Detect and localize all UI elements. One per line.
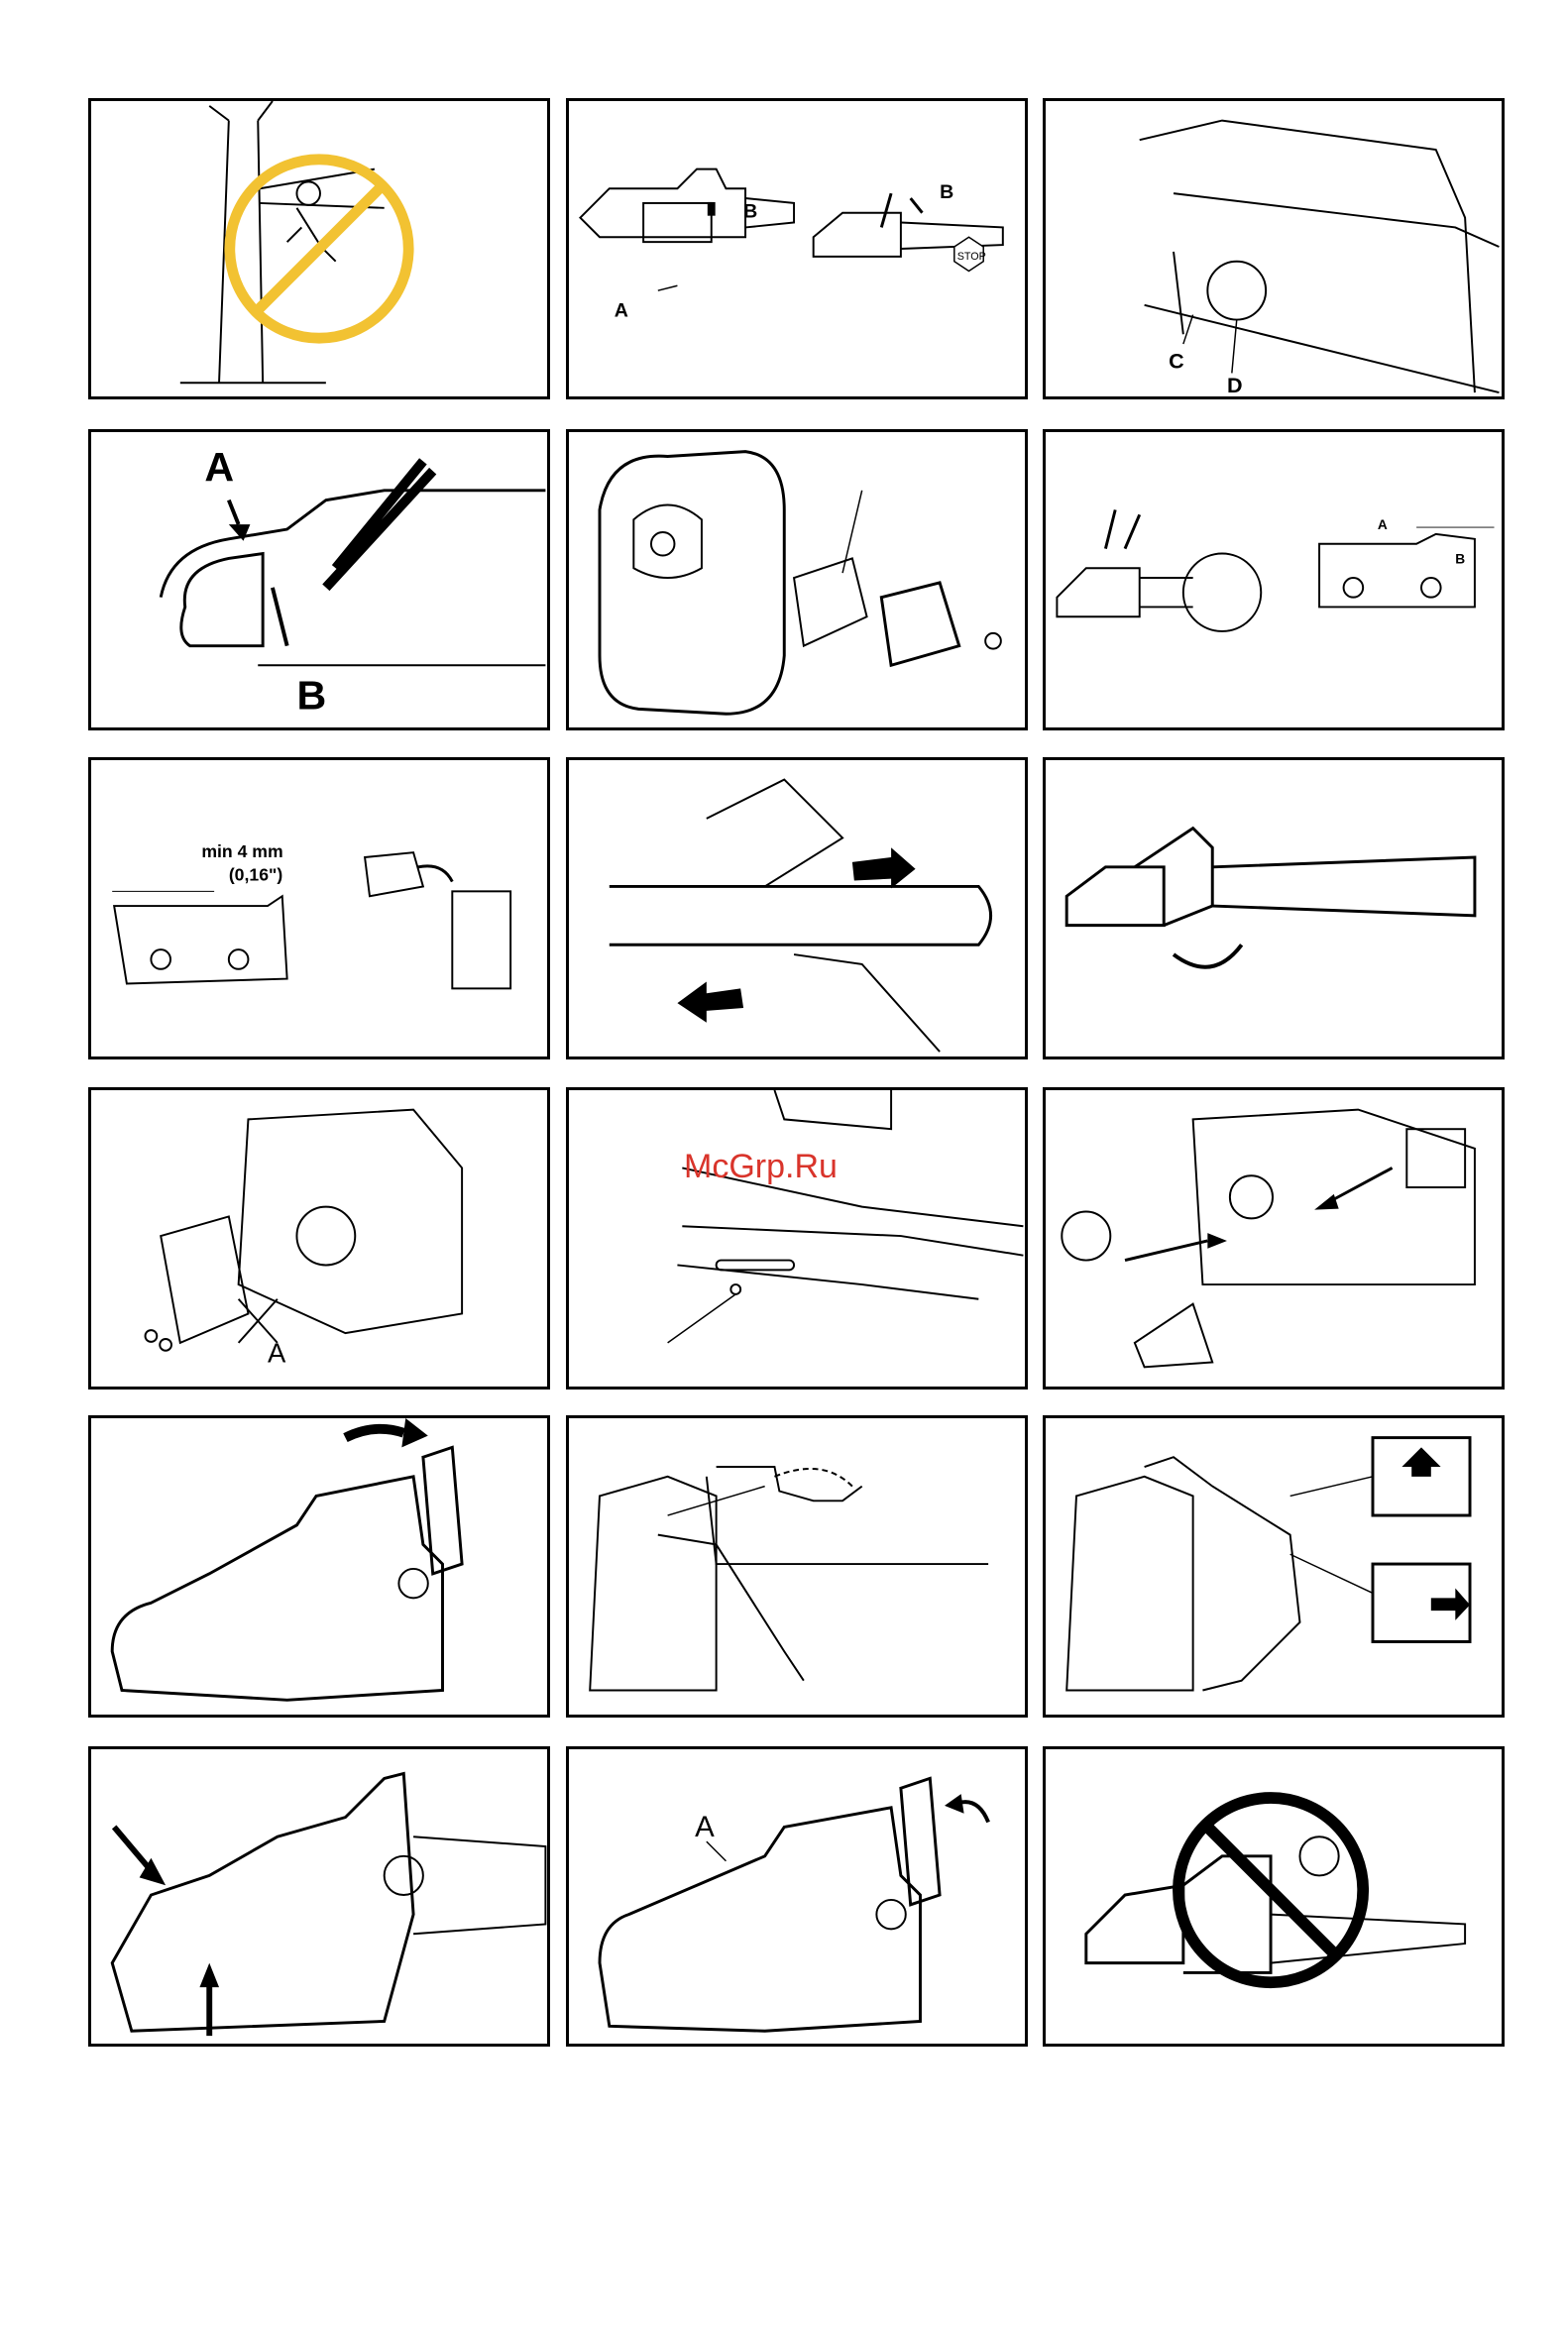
p6-label-a: A	[1378, 517, 1388, 532]
panel-bar-oil	[1043, 757, 1505, 1059]
p10-label-a: A	[268, 1337, 286, 1368]
depth-gauge-illustration: A B	[1046, 432, 1502, 727]
panel-chain-catcher: C D	[1043, 98, 1505, 399]
handle-chain-illustration	[569, 760, 1025, 1057]
panel-throttle-lockout	[88, 1746, 550, 2047]
brake-activation-illustration	[91, 1418, 547, 1715]
throttle-lockout-illustration	[91, 1749, 547, 2044]
panel-brake-release	[1043, 1415, 1505, 1718]
watermark: McGrp.Ru	[684, 1148, 838, 1186]
panel-chain-brake: B A B STOP	[566, 98, 1028, 399]
min-cutter-illustration: min 4 mm (0,16")	[91, 760, 547, 1057]
p17-label-a: A	[695, 1811, 715, 1843]
hand-guard-illustration: A B	[91, 432, 547, 727]
panel-no-tree-climbing	[88, 98, 550, 399]
p2-label-a: A	[615, 300, 628, 322]
p3-label-d: D	[1227, 373, 1243, 396]
panel-clutch-cover: A	[88, 1087, 550, 1390]
panel-choke-control: A	[566, 1746, 1028, 2047]
p7-inch-text: (0,16")	[229, 865, 282, 885]
panel-kickback-depth-gauge: A B	[1043, 429, 1505, 730]
p2-label-b: B	[743, 201, 757, 223]
chain-tension-illustration	[569, 1418, 1025, 1715]
chain-brake-illustration: B A B STOP	[569, 101, 1025, 396]
p2-stop-sign: STOP	[957, 251, 986, 263]
chain-catcher-illustration: C D	[1046, 101, 1502, 396]
panel-front-hand-guard: A B	[88, 429, 550, 730]
p2-label-b2: B	[940, 181, 953, 203]
p4-label-b: B	[296, 672, 326, 718]
panel-no-starting-method	[1043, 1746, 1505, 2047]
panel-chain-drive-sprocket	[1043, 1087, 1505, 1390]
brake-release-illustration	[1046, 1418, 1502, 1715]
panel-bar-mount	[566, 1087, 1028, 1390]
panel-chain-brake-activation	[88, 1415, 550, 1718]
p4-label-a: A	[204, 444, 234, 490]
chain-drive-illustration	[1046, 1090, 1502, 1387]
bar-mount-illustration	[569, 1090, 1025, 1387]
panel-min-cutter-length: min 4 mm (0,16")	[88, 757, 550, 1059]
choke-control-illustration: A	[569, 1749, 1025, 2044]
clutch-cover-illustration: A	[91, 1090, 547, 1387]
no-starting-method-illustration	[1046, 1749, 1502, 2044]
bar-oil-illustration	[1046, 760, 1502, 1057]
p7-min-text: min 4 mm	[201, 841, 282, 861]
panel-muffler-parts	[566, 429, 1028, 730]
no-tree-climbing-illustration	[91, 101, 547, 396]
p6-label-b: B	[1455, 551, 1465, 566]
panel-chain-tension-check	[566, 1415, 1028, 1718]
p3-label-c: C	[1169, 349, 1184, 374]
muffler-parts-illustration	[569, 432, 1025, 727]
panel-handle-bar-chain	[566, 757, 1028, 1059]
